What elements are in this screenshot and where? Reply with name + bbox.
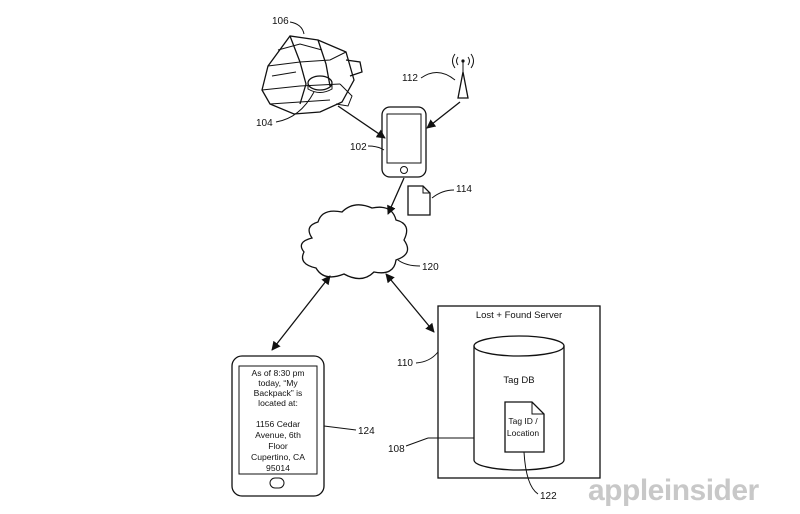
network-cloud	[300, 204, 409, 280]
label-108: 108	[388, 444, 405, 455]
screen-line-6: 1156 Cedar	[256, 419, 300, 429]
screen-line-8: Floor	[268, 441, 288, 451]
label-104: 104	[256, 118, 273, 129]
label-112: 112	[402, 73, 418, 84]
arrow-network-client	[271, 275, 331, 351]
backpack-tag-device	[261, 35, 363, 115]
server-title: Lost + Found Server	[476, 310, 562, 321]
screen-line-1: As of 8:30 pm	[251, 368, 304, 378]
document-icon	[407, 185, 431, 216]
screen-line-9: Cupertino, CA	[251, 452, 305, 462]
watermark: appleinsider	[588, 474, 760, 507]
screen-line-2: today, “My	[258, 378, 298, 388]
db-title: Tag DB	[503, 375, 534, 386]
arrow-tag-to-phone	[337, 105, 386, 139]
screen-line-3: Backpack” is	[254, 388, 303, 398]
label-110: 110	[397, 358, 413, 369]
tag-database	[473, 335, 565, 471]
record-line-1: Tag ID /	[508, 416, 538, 426]
label-124: 124	[358, 426, 375, 437]
label-106: 106	[272, 16, 289, 27]
arrow-network-server	[385, 273, 435, 333]
tag-record-document	[504, 401, 545, 453]
screen-line-7: Avenue, 6th	[255, 430, 301, 440]
lost-found-server	[437, 305, 601, 479]
client-screen-text: As of 8:30 pm today, “My Backpack” is lo…	[251, 368, 305, 473]
label-120: 120	[422, 262, 439, 273]
record-line-2: Location	[507, 428, 539, 438]
screen-line-4: located at:	[258, 398, 298, 408]
label-122: 122	[540, 491, 557, 502]
tag-button	[307, 75, 333, 91]
mobile-device	[381, 106, 427, 178]
beacon-antenna-icon	[452, 53, 474, 99]
screen-line-10: 95014	[266, 463, 290, 473]
arrow-phone-to-network	[387, 177, 405, 215]
label-102: 102	[350, 142, 367, 153]
label-114: 114	[456, 184, 472, 195]
arrow-beacon-to-phone	[426, 101, 461, 129]
